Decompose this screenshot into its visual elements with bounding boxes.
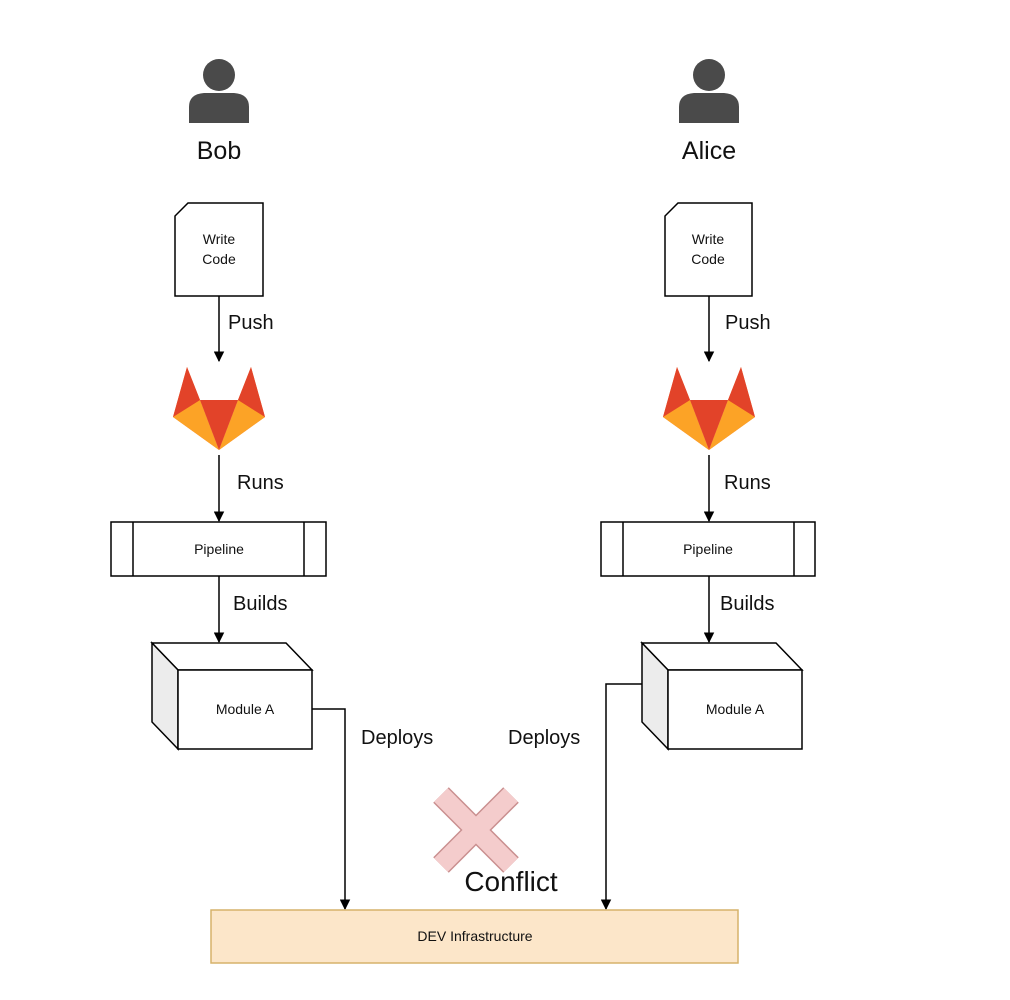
alice-builds-label: Builds [720,593,775,615]
alice-gitlab-icon [663,367,755,450]
alice-pipeline-label: Pipeline [683,541,733,557]
bob-pipeline-box [110,521,327,577]
bob-write-code-line2: Code [202,251,236,267]
bob-write-code-line1: Write [202,231,236,247]
alice-module-label: Module A [705,701,765,717]
bob-builds-label: Builds [233,593,288,615]
alice-pipeline-box [600,521,816,577]
bob-name: Bob [196,137,242,165]
bob-runs-label: Runs [237,472,284,494]
bob-user-icon [189,59,249,123]
bob-push-label: Push [228,312,274,334]
bob-module-label: Module A [215,701,275,717]
dev-infrastructure-label: DEV Infrastructure [417,928,533,944]
alice-name: Alice [681,137,737,165]
alice-module-cube [640,641,804,751]
bob-write-code-label: Write Code [202,229,235,269]
conflict-label: Conflict [464,866,558,897]
dev-infrastructure-box [210,909,739,964]
bob-deploys-label: Deploys [361,727,434,749]
alice-deploys-label: Deploys [508,727,581,749]
alice-deploys-connector [600,683,642,911]
alice-push-label: Push [725,312,771,334]
bob-module-cube [150,641,314,751]
alice-write-code-label: Write Code [691,229,724,269]
alice-runs-label: Runs [724,472,771,494]
x-cross-icon [433,787,519,873]
bob-pipeline-label: Pipeline [194,541,244,557]
bob-deploys-connector [312,708,351,911]
bob-gitlab-icon [173,367,265,450]
alice-write-code-line1: Write [691,231,725,247]
alice-user-icon [679,59,739,123]
alice-write-code-line2: Code [691,251,725,267]
